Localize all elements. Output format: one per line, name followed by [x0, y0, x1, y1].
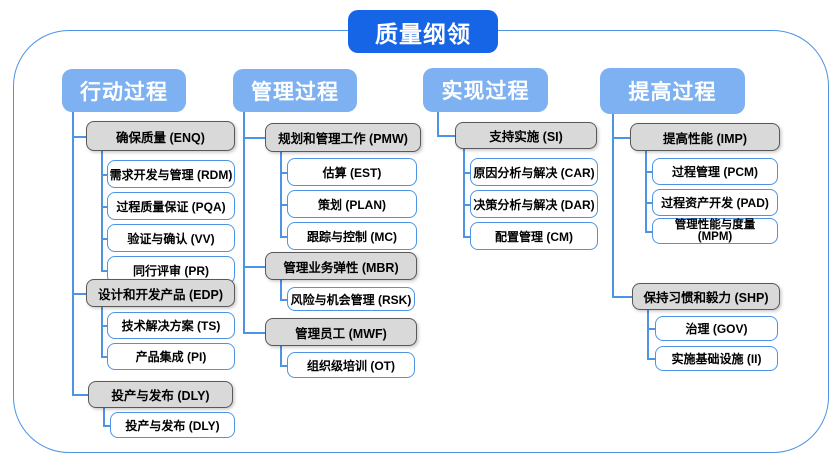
connector-line — [647, 358, 655, 360]
connector-line — [280, 365, 287, 367]
item-ts: 技术解决方案 (TS) — [107, 312, 235, 339]
item-dly: 投产与发布 (DLY) — [110, 412, 235, 438]
connector-line — [72, 136, 86, 138]
connector-line — [612, 296, 632, 298]
connector-line — [72, 293, 86, 295]
connector-line — [612, 114, 614, 297]
connector-line — [280, 299, 287, 301]
connector-line — [72, 394, 88, 396]
connector-line — [280, 204, 287, 206]
connector-line — [463, 236, 470, 238]
item-cm: 配置管理 (CM) — [470, 222, 598, 250]
connector-line — [103, 425, 110, 427]
item-pcm: 过程管理 (PCM) — [652, 158, 778, 185]
connector-line — [645, 231, 652, 233]
item-pi: 产品集成 (PI) — [107, 343, 235, 370]
group-edp: 设计和开发产品 (EDP) — [86, 279, 235, 307]
connector-line — [280, 346, 282, 365]
item-gov: 治理 (GOV) — [655, 316, 778, 341]
connector-line — [463, 149, 465, 237]
connector-line — [243, 137, 265, 139]
connector-line — [243, 112, 245, 332]
connector-line — [101, 151, 103, 270]
item-pad: 过程资产开发 (PAD) — [652, 189, 778, 216]
item-est: 估算 (EST) — [287, 158, 417, 186]
item-ot: 组织级培训 (OT) — [287, 352, 415, 378]
connector-line — [101, 356, 107, 358]
connector-line — [437, 135, 455, 137]
connector-line — [280, 152, 282, 236]
item-mc: 跟踪与控制 (MC) — [287, 222, 417, 250]
diagram-title: 质量纲领 — [348, 10, 498, 53]
connector-line — [243, 266, 265, 268]
connector-line — [612, 137, 630, 139]
item-vv: 验证与确认 (VV) — [107, 224, 235, 252]
connector-line — [103, 408, 105, 425]
connector-line — [101, 270, 107, 272]
connector-line — [647, 310, 649, 358]
connector-line — [463, 204, 470, 206]
connector-line — [645, 171, 652, 173]
connector-line — [101, 325, 107, 327]
header-improvement-process: 提高过程 — [600, 68, 745, 114]
connector-line — [280, 280, 282, 299]
group-dly: 投产与发布 (DLY) — [88, 381, 233, 408]
group-shp: 保持习惯和毅力 (SHP) — [632, 283, 780, 310]
connector-line — [463, 172, 470, 174]
item-plan: 策划 (PLAN) — [287, 190, 417, 218]
connector-line — [437, 112, 439, 136]
connector-line — [72, 112, 74, 395]
connector-line — [645, 202, 652, 204]
header-management-process: 管理过程 — [233, 69, 357, 112]
group-pmw: 规划和管理工作 (PMW) — [265, 123, 421, 152]
item-rsk: 风险与机会管理 (RSK) — [287, 287, 415, 311]
connector-line — [280, 172, 287, 174]
item-ii: 实施基础设施 (II) — [655, 346, 778, 371]
connector-line — [101, 206, 107, 208]
item-pqa: 过程质量保证 (PQA) — [107, 192, 235, 220]
connector-line — [647, 328, 655, 330]
header-implementation-process: 实现过程 — [423, 68, 548, 112]
connector-line — [101, 238, 107, 240]
group-mwf: 管理员工 (MWF) — [265, 318, 417, 346]
connector-line — [280, 236, 287, 238]
group-enq: 确保质量 (ENQ) — [86, 121, 235, 151]
item-rdm: 需求开发与管理 (RDM) — [107, 160, 235, 188]
connector-line — [645, 151, 647, 231]
group-mbr: 管理业务弹性 (MBR) — [265, 252, 417, 280]
connector-line — [101, 174, 107, 176]
header-action-process: 行动过程 — [62, 69, 186, 112]
group-si: 支持实施 (SI) — [455, 122, 597, 149]
group-imp: 提高性能 (IMP) — [630, 123, 780, 151]
item-car: 原因分析与解决 (CAR) — [470, 158, 598, 186]
item-mpm: 管理性能与度量 (MPM) — [652, 218, 778, 244]
connector-line — [243, 332, 265, 334]
connector-line — [101, 307, 103, 357]
item-dar: 决策分析与解决 (DAR) — [470, 190, 598, 218]
